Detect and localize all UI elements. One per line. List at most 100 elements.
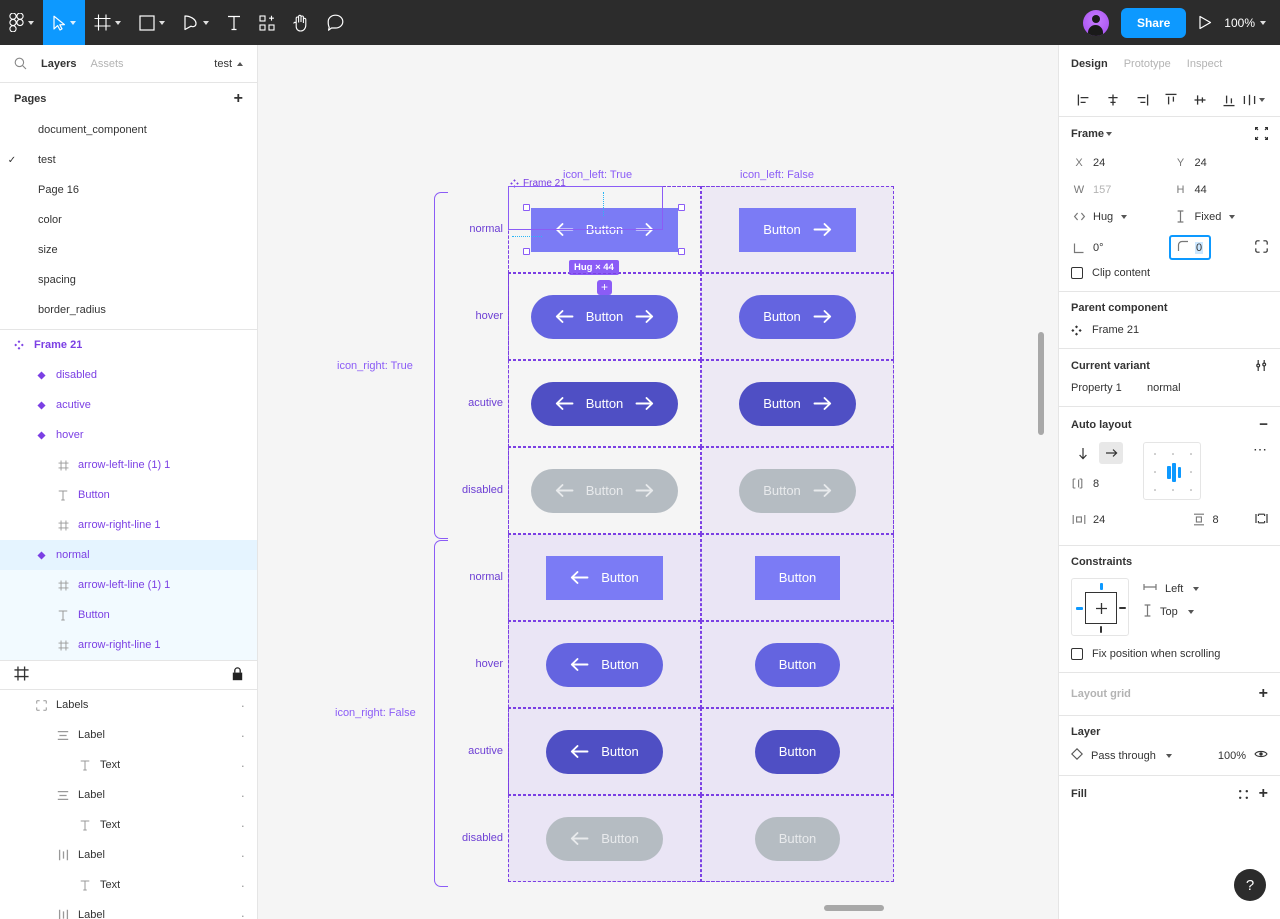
variant-cell[interactable]: Button — [508, 273, 701, 360]
layer-item-text[interactable]: Text· — [0, 810, 257, 840]
variant-cell[interactable]: Button — [508, 534, 701, 621]
variant-cell[interactable]: Button — [701, 795, 894, 882]
canvas-vertical-scrollbar[interactable] — [1038, 332, 1044, 435]
variant-cell[interactable]: Button — [701, 621, 894, 708]
layer-item-button[interactable]: Button — [0, 600, 257, 630]
move-tool-icon[interactable] — [43, 0, 85, 45]
variant-cell[interactable]: Button — [508, 708, 701, 795]
w-field[interactable]: W 157 — [1071, 176, 1167, 203]
vertical-constraint-field[interactable]: Top — [1143, 604, 1199, 620]
variant-button[interactable]: Button — [739, 381, 856, 426]
align-top-icon[interactable] — [1156, 87, 1185, 113]
direction-horizontal-button[interactable] — [1099, 442, 1123, 464]
horizontal-constraint-field[interactable]: Left — [1143, 582, 1200, 595]
pen-tool-icon[interactable] — [174, 0, 218, 45]
comment-tool-icon[interactable] — [318, 0, 353, 45]
tab-design[interactable]: Design — [1071, 58, 1108, 70]
layer-visibility-dot[interactable]: · — [240, 907, 245, 919]
distribute-icon[interactable] — [1243, 87, 1265, 113]
variant-cell[interactable]: Button — [701, 534, 894, 621]
zoom-control[interactable]: 100% — [1224, 16, 1266, 30]
resize-handle-bl[interactable] — [523, 247, 530, 255]
layer-item-label[interactable]: Label· — [0, 720, 257, 750]
fix-position-checkbox[interactable] — [1071, 648, 1083, 660]
remove-auto-layout-button[interactable]: − — [1259, 416, 1268, 433]
chevron-down-icon[interactable] — [1106, 131, 1113, 136]
layer-item-button[interactable]: Button — [0, 480, 257, 510]
visibility-eye-icon[interactable] — [1254, 749, 1268, 762]
individual-padding-icon[interactable] — [1255, 512, 1268, 528]
page-item-document-component[interactable]: document_component — [0, 115, 257, 145]
corner-radius-field[interactable]: 0 — [1169, 235, 1212, 260]
layer-opacity-value[interactable]: 100% — [1217, 749, 1246, 762]
parent-component-row[interactable]: Frame 21 — [1071, 324, 1268, 336]
vertical-padding-field[interactable]: 8 — [1173, 506, 1269, 533]
resize-to-fit-icon[interactable] — [1255, 127, 1268, 140]
layer-visibility-dot[interactable]: · — [240, 877, 245, 893]
variant-button[interactable]: Button — [739, 294, 856, 339]
variant-cell[interactable]: Button — [701, 360, 894, 447]
variant-cell[interactable]: Button — [508, 621, 701, 708]
tab-assets[interactable]: Assets — [90, 57, 124, 70]
variant-button[interactable]: Button — [754, 642, 841, 687]
variant-button[interactable]: Button — [754, 555, 841, 600]
variant-cell[interactable]: Button — [701, 708, 894, 795]
help-button[interactable]: ? — [1234, 869, 1266, 901]
layer-item-label[interactable]: Label· — [0, 780, 257, 810]
layer-visibility-dot[interactable]: · — [240, 757, 245, 773]
variant-button[interactable]: Button — [754, 816, 841, 861]
layer-item-text[interactable]: Text· — [0, 750, 257, 780]
variant-settings-icon[interactable] — [1255, 359, 1268, 372]
x-field[interactable]: X 24 — [1071, 149, 1167, 176]
variant-cell[interactable]: Button — [508, 447, 701, 534]
vertical-resizing-field[interactable]: Fixed — [1173, 203, 1269, 230]
hand-tool-icon[interactable] — [284, 0, 318, 45]
rotation-field[interactable]: 0° — [1071, 234, 1163, 261]
align-bottom-icon[interactable] — [1214, 87, 1243, 113]
layer-item-acutive[interactable]: acutive — [0, 390, 257, 420]
layer-item-arrow-left-line-1-1[interactable]: arrow-left-line (1) 1 — [0, 450, 257, 480]
avatar[interactable] — [1082, 9, 1109, 36]
variant-cell[interactable]: Button — [701, 273, 894, 360]
clip-content-row[interactable]: Clip content — [1071, 267, 1268, 279]
layer-item-label[interactable]: Label· — [0, 840, 257, 870]
layer-item-label[interactable]: Label· — [0, 900, 257, 919]
align-vertical-center-icon[interactable] — [1185, 87, 1214, 113]
auto-layout-more-options-button[interactable]: ⋯ — [1253, 441, 1268, 457]
resize-handle-br[interactable] — [678, 247, 685, 255]
variant-cell[interactable]: Button — [701, 447, 894, 534]
horizontal-resizing-field[interactable]: Hug — [1071, 203, 1167, 230]
variant-cell[interactable]: Button — [701, 186, 894, 273]
variant-button[interactable]: Button — [530, 381, 679, 426]
variant-button[interactable]: Button — [546, 729, 663, 774]
variant-button[interactable]: Button — [530, 294, 679, 339]
layer-item-text[interactable]: Text· — [0, 870, 257, 900]
lock-icon[interactable] — [232, 666, 243, 684]
independent-corners-icon[interactable] — [1255, 239, 1268, 256]
layer-visibility-dot[interactable]: · — [240, 817, 245, 833]
tab-layers[interactable]: Layers — [41, 57, 77, 70]
layer-item-arrow-right-line-1[interactable]: arrow-right-line 1 — [0, 630, 257, 660]
layer-item-arrow-left-line-1-1[interactable]: arrow-left-line (1) 1 — [0, 570, 257, 600]
fill-styles-icon[interactable] — [1238, 789, 1249, 800]
frame-icon[interactable] — [14, 666, 29, 684]
layer-item-labels[interactable]: Labels· — [0, 690, 257, 720]
horizontal-padding-field[interactable]: 24 — [1071, 506, 1167, 533]
layer-item-normal[interactable]: normal — [0, 540, 257, 570]
layer-item-frame-21[interactable]: Frame 21 — [0, 330, 257, 360]
variant-button[interactable]: Button — [739, 207, 856, 252]
add-page-button[interactable]: + — [233, 90, 243, 107]
h-field[interactable]: H 44 — [1173, 176, 1269, 203]
add-variant-button[interactable]: + — [597, 279, 612, 295]
page-item-color[interactable]: color — [0, 205, 257, 235]
align-horizontal-center-icon[interactable] — [1098, 87, 1127, 113]
canvas-horizontal-scrollbar[interactable] — [824, 905, 884, 911]
fix-position-row[interactable]: Fix position when scrolling — [1071, 648, 1268, 660]
variant-button[interactable]: Button — [546, 816, 663, 861]
resize-handle-tr[interactable] — [678, 203, 685, 211]
variant-cell[interactable]: Button — [508, 795, 701, 882]
layer-visibility-dot[interactable]: · — [240, 697, 245, 713]
layer-blend-row[interactable]: Pass through 100% — [1071, 748, 1268, 763]
variant-button[interactable]: Button — [546, 555, 663, 600]
variant-button[interactable]: Button — [530, 468, 679, 513]
